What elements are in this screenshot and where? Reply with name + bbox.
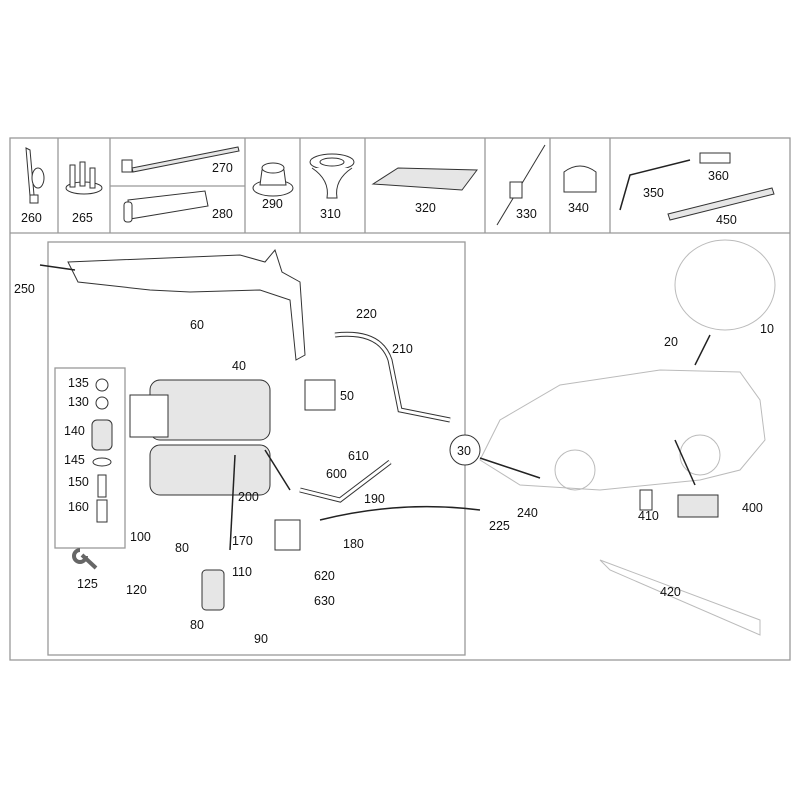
label-10[interactable]: 10 — [760, 322, 774, 336]
part-50-bracket[interactable] — [304, 379, 336, 411]
part-60-bracket[interactable] — [67, 248, 306, 361]
part-330-sensor[interactable] — [496, 144, 546, 226]
part-340-clip[interactable] — [563, 165, 597, 193]
car-outline — [479, 239, 776, 636]
part-labels: 260 265 270 280 290 310 320 330 340 350 … — [14, 161, 774, 646]
part-side-stack[interactable] — [91, 378, 113, 523]
label-270[interactable]: 270 — [212, 161, 233, 175]
part-190-hose[interactable] — [299, 460, 392, 503]
label-145[interactable]: 145 — [64, 453, 85, 467]
part-210-hose[interactable] — [334, 331, 451, 423]
wrench-icon — [72, 548, 98, 570]
label-620[interactable]: 620 — [314, 569, 335, 583]
arrows — [39, 264, 711, 551]
label-200[interactable]: 200 — [238, 490, 259, 504]
part-320-mat[interactable] — [371, 167, 478, 191]
label-120[interactable]: 120 — [126, 583, 147, 597]
label-110[interactable]: 110 — [232, 565, 252, 579]
label-260[interactable]: 260 — [21, 211, 42, 225]
label-80b[interactable]: 80 — [190, 618, 204, 632]
label-150[interactable]: 150 — [68, 475, 89, 489]
label-240[interactable]: 240 — [517, 506, 538, 520]
part-290-grommet[interactable] — [252, 162, 294, 197]
part-310-rubber-mount[interactable] — [309, 153, 355, 199]
label-130[interactable]: 130 — [68, 395, 89, 409]
label-225[interactable]: 225 — [489, 519, 510, 533]
label-90[interactable]: 90 — [254, 632, 268, 646]
label-190[interactable]: 190 — [364, 492, 385, 506]
label-50[interactable]: 50 — [340, 389, 354, 403]
part-400-valve-block[interactable] — [677, 494, 719, 518]
label-135[interactable]: 135 — [68, 376, 89, 390]
label-320[interactable]: 320 — [415, 201, 436, 215]
label-30[interactable]: 30 — [457, 444, 471, 458]
label-400[interactable]: 400 — [742, 501, 763, 515]
label-420[interactable]: 420 — [660, 585, 681, 599]
label-410[interactable]: 410 — [638, 509, 659, 523]
label-600[interactable]: 600 — [326, 467, 347, 481]
part-350-line[interactable] — [619, 159, 691, 211]
label-160[interactable]: 160 — [68, 500, 89, 514]
label-250[interactable]: 250 — [14, 282, 35, 296]
label-310[interactable]: 310 — [320, 207, 341, 221]
label-60[interactable]: 60 — [190, 318, 204, 332]
label-265[interactable]: 265 — [72, 211, 93, 225]
part-360-fitting[interactable] — [699, 152, 731, 164]
part-40-compressor[interactable] — [129, 379, 271, 496]
label-340[interactable]: 340 — [568, 201, 589, 215]
label-170[interactable]: 170 — [232, 534, 253, 548]
label-610[interactable]: 610 — [348, 449, 369, 463]
label-80a[interactable]: 80 — [175, 541, 189, 555]
label-40[interactable]: 40 — [232, 359, 246, 373]
label-20[interactable]: 20 — [664, 335, 678, 349]
part-110-filter[interactable] — [201, 569, 225, 611]
label-350[interactable]: 350 — [643, 186, 664, 200]
label-125[interactable]: 125 — [77, 577, 98, 591]
label-330[interactable]: 330 — [516, 207, 537, 221]
part-280-edge-trim[interactable] — [123, 190, 209, 223]
label-290[interactable]: 290 — [262, 197, 283, 211]
label-360[interactable]: 360 — [708, 169, 729, 183]
label-180[interactable]: 180 — [343, 537, 364, 551]
label-210[interactable]: 210 — [392, 342, 413, 356]
part-170-valve[interactable] — [274, 519, 301, 551]
part-450-hose[interactable] — [667, 187, 775, 221]
label-630[interactable]: 630 — [314, 594, 335, 608]
part-270-cable-tie[interactable] — [121, 146, 240, 173]
part-260-clip[interactable] — [25, 147, 45, 204]
callout-circle-30 — [449, 434, 481, 466]
label-450[interactable]: 450 — [716, 213, 737, 227]
label-280[interactable]: 280 — [212, 207, 233, 221]
label-140[interactable]: 140 — [64, 424, 85, 438]
label-100[interactable]: 100 — [130, 530, 151, 544]
diagram-frame — [9, 137, 791, 661]
label-220[interactable]: 220 — [356, 307, 377, 321]
part-265-connector[interactable] — [65, 161, 103, 195]
part-410-bolt[interactable] — [639, 489, 653, 511]
